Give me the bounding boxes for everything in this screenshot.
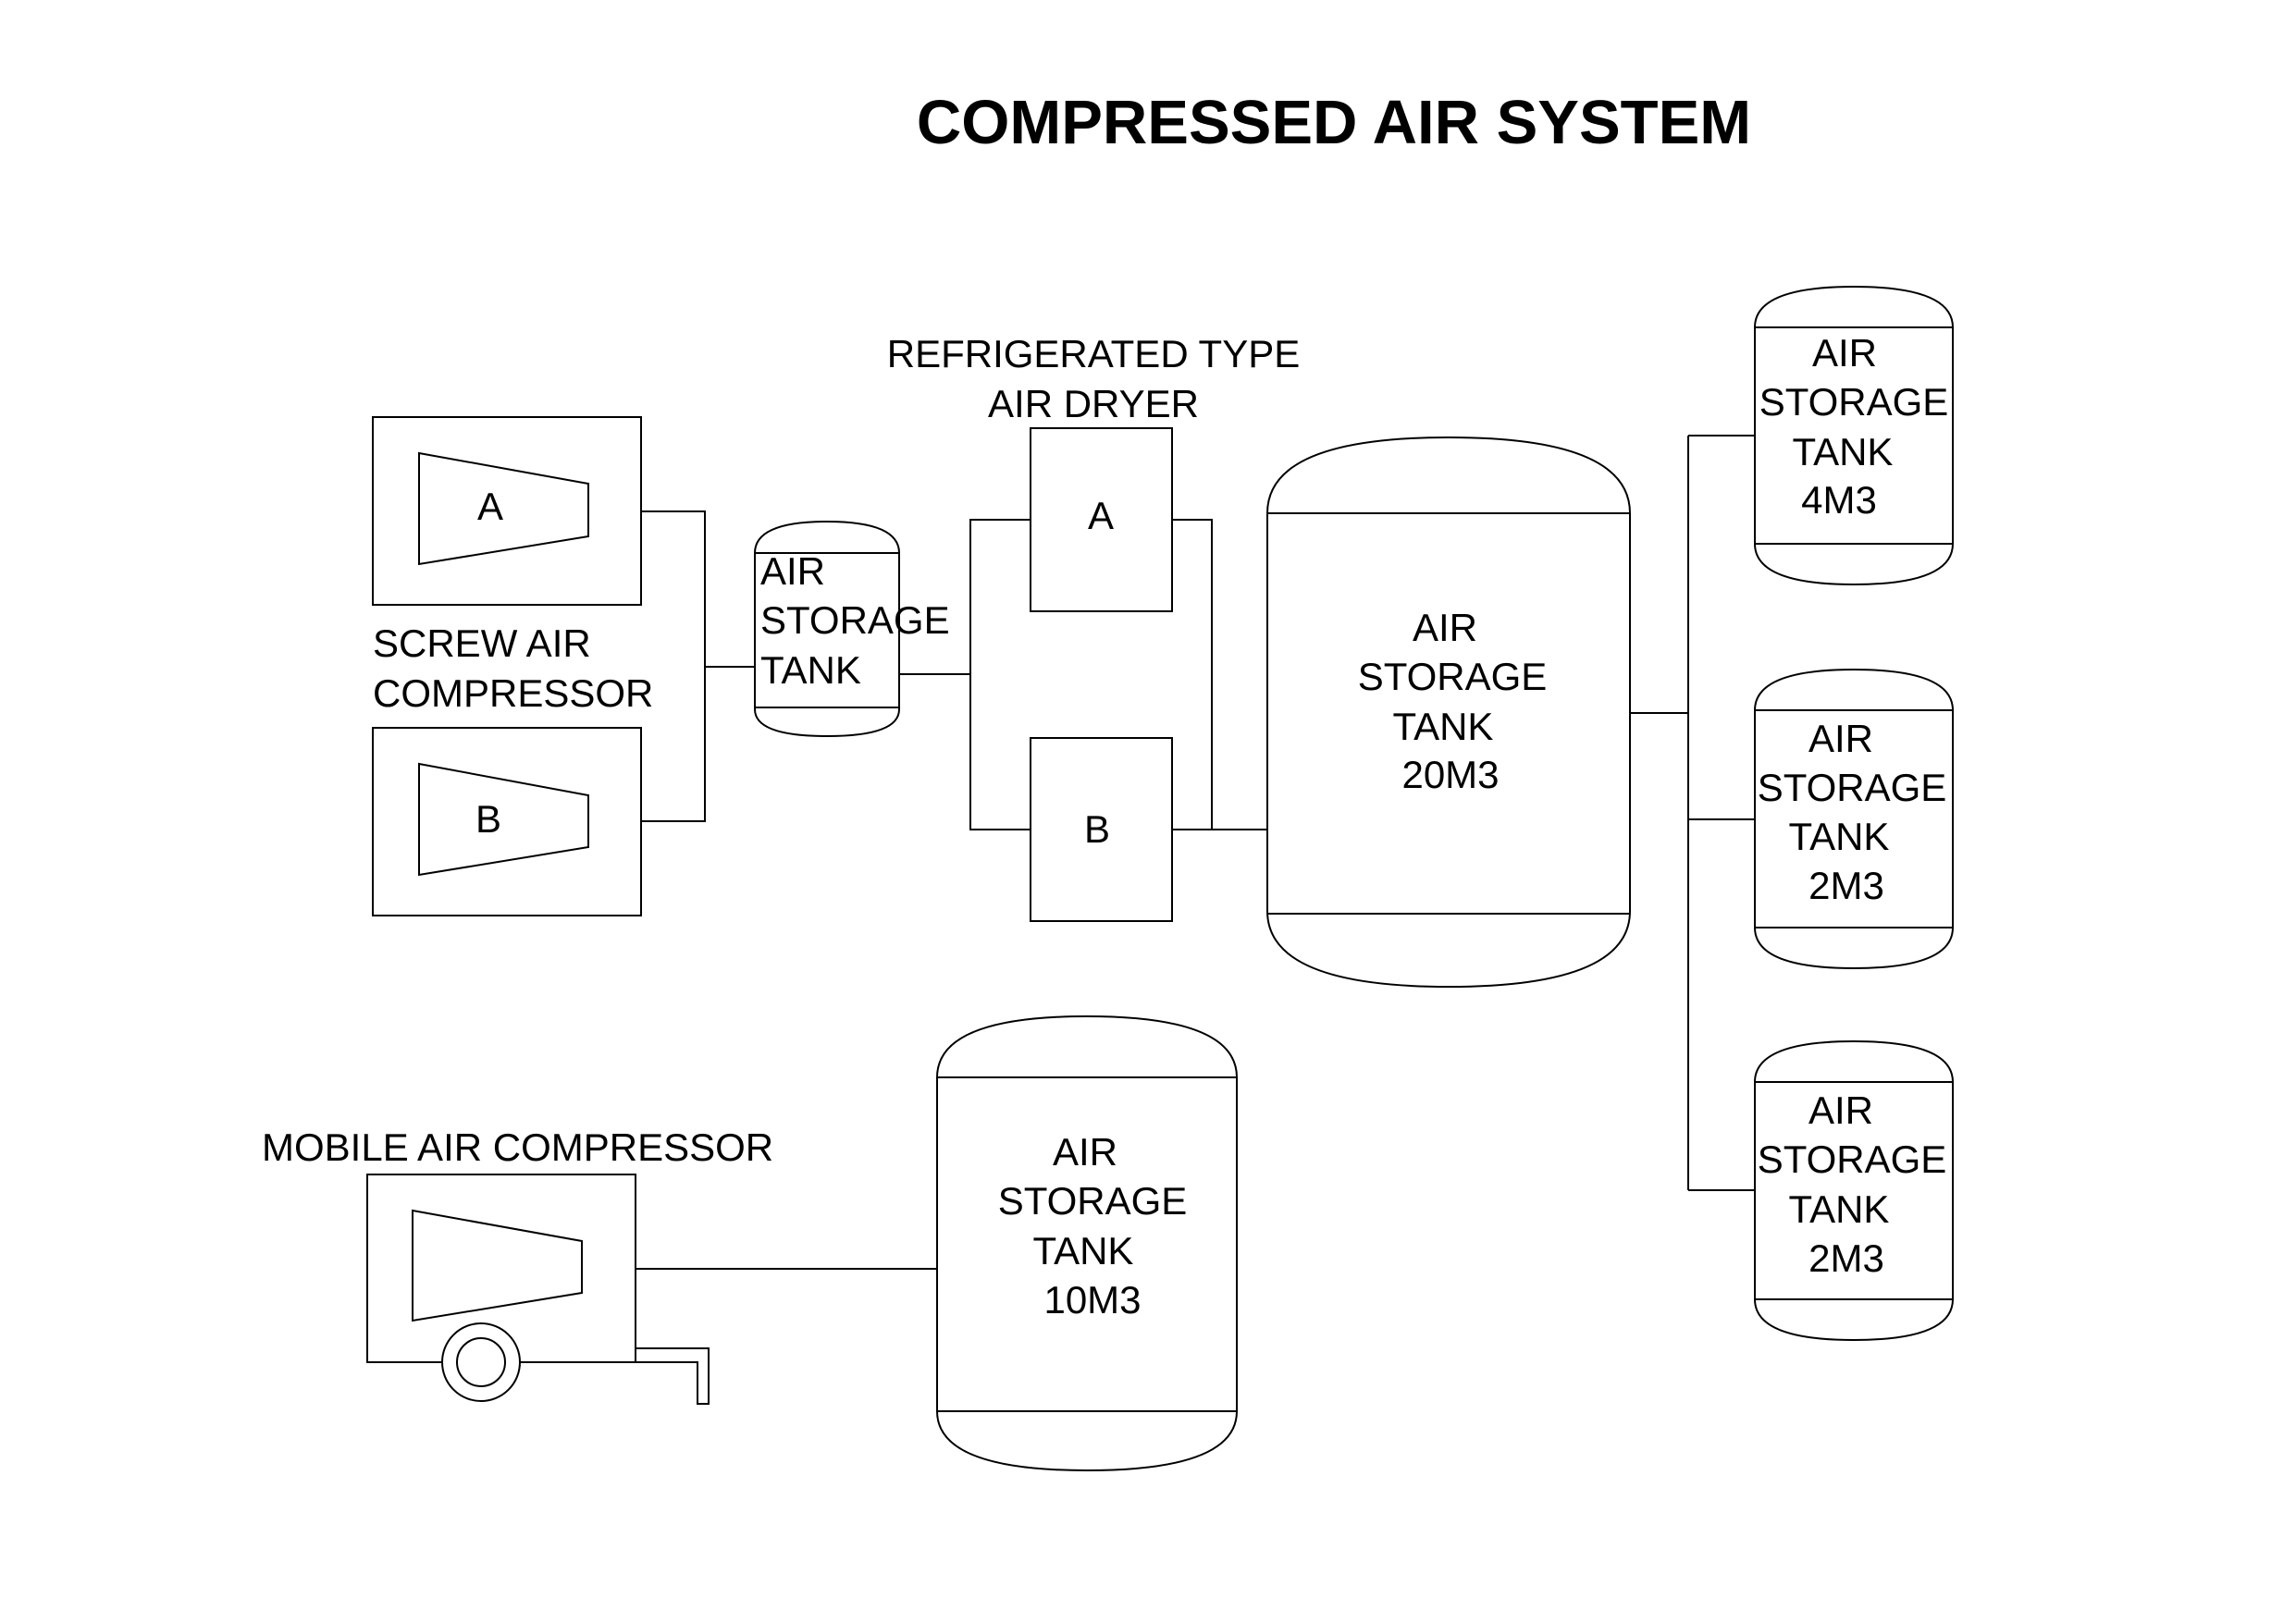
- mobile-compressor-towbar: [636, 1347, 710, 1405]
- screw-compressor-label-line2: COMPRESSOR: [373, 671, 653, 715]
- screw-compressor-b: B: [372, 727, 642, 916]
- main-tank-line3: TANK: [1393, 705, 1494, 748]
- dryer-outlet-header: [1172, 519, 1213, 830]
- tank-4m3-line3: TANK: [1793, 430, 1894, 473]
- tank-4m3-line4: 4M3: [1801, 478, 1877, 522]
- tank-2m3-upper-line3: TANK: [1789, 815, 1890, 858]
- dryer-a-label: A: [1088, 494, 1114, 537]
- main-tank-line1: AIR: [1413, 606, 1477, 649]
- mobile-compressor-wheel-hub: [456, 1337, 506, 1387]
- tank-2m3-lower-line4: 2M3: [1808, 1236, 1884, 1280]
- compressor-b-rotor: [418, 762, 589, 877]
- dryer-label-line2: AIR DRYER: [988, 382, 1199, 425]
- mobile-air-storage-tank: AIR STORAGE TANK 10M3: [936, 1014, 1238, 1472]
- main-tank-line4: 20M3: [1401, 753, 1499, 796]
- mobile-tank-line3: TANK: [1033, 1229, 1134, 1273]
- screw-compressor-a: A: [372, 416, 642, 606]
- mobile-compressor-rotor: [412, 1209, 583, 1322]
- screw-compressor-label-line1: SCREW AIR: [373, 621, 591, 665]
- mobile-compressor-label: MOBILE AIR COMPRESSOR: [262, 1125, 773, 1169]
- mobile-tank-line2: STORAGE: [998, 1179, 1188, 1223]
- small-tank-line3: TANK: [760, 648, 861, 692]
- dryer-inlet-header: [969, 519, 1031, 830]
- air-storage-tank-2m3-upper: AIR STORAGE TANK 2M3: [1754, 668, 1954, 970]
- small-tank-line2: STORAGE: [760, 598, 950, 642]
- tank-2m3-upper-line2: STORAGE: [1758, 766, 1947, 809]
- main-air-storage-tank: AIR STORAGE TANK 20M3: [1266, 436, 1631, 989]
- air-storage-tank-4m3: AIR STORAGE TANK 4M3: [1754, 285, 1954, 586]
- compressor-a-label: A: [477, 485, 503, 528]
- air-dryer-a: A: [1030, 427, 1173, 612]
- tank-2m3-lower-line2: STORAGE: [1758, 1137, 1947, 1181]
- tank-2m3-lower-line1: AIR: [1808, 1088, 1873, 1132]
- compressor-header-pipe: [641, 510, 706, 822]
- small-tank-line1: AIR: [760, 549, 825, 593]
- small-air-storage-tank: AIR STORAGE TANK: [754, 520, 950, 738]
- mobile-tank-line1: AIR: [1053, 1130, 1117, 1174]
- diagram-title: COMPRESSED AIR SYSTEM: [917, 88, 1751, 157]
- compressor-a-rotor: [418, 451, 589, 566]
- tank-4m3-line1: AIR: [1812, 331, 1877, 375]
- tank-4m3-line2: STORAGE: [1759, 380, 1949, 424]
- mobile-tank-line4: 10M3: [1043, 1278, 1141, 1322]
- main-tank-line2: STORAGE: [1358, 655, 1548, 698]
- main-tank-shell: [1266, 436, 1631, 989]
- tank-2m3-upper-line1: AIR: [1808, 717, 1873, 760]
- air-storage-tank-2m3-lower: AIR STORAGE TANK 2M3: [1754, 1039, 1954, 1342]
- tank-2m3-lower-line3: TANK: [1789, 1187, 1890, 1231]
- dryer-b-label: B: [1084, 807, 1110, 851]
- mobile-air-compressor: [366, 1174, 710, 1405]
- dryer-label-line1: REFRIGERATED TYPE: [887, 332, 1301, 375]
- tank-2m3-upper-line4: 2M3: [1808, 864, 1884, 907]
- compressor-b-frame: [372, 727, 642, 916]
- mobile-compressor-wheel: [441, 1322, 521, 1402]
- compressor-a-frame: [372, 416, 642, 606]
- compressor-b-label: B: [475, 797, 501, 841]
- air-dryer-b: B: [1030, 737, 1173, 922]
